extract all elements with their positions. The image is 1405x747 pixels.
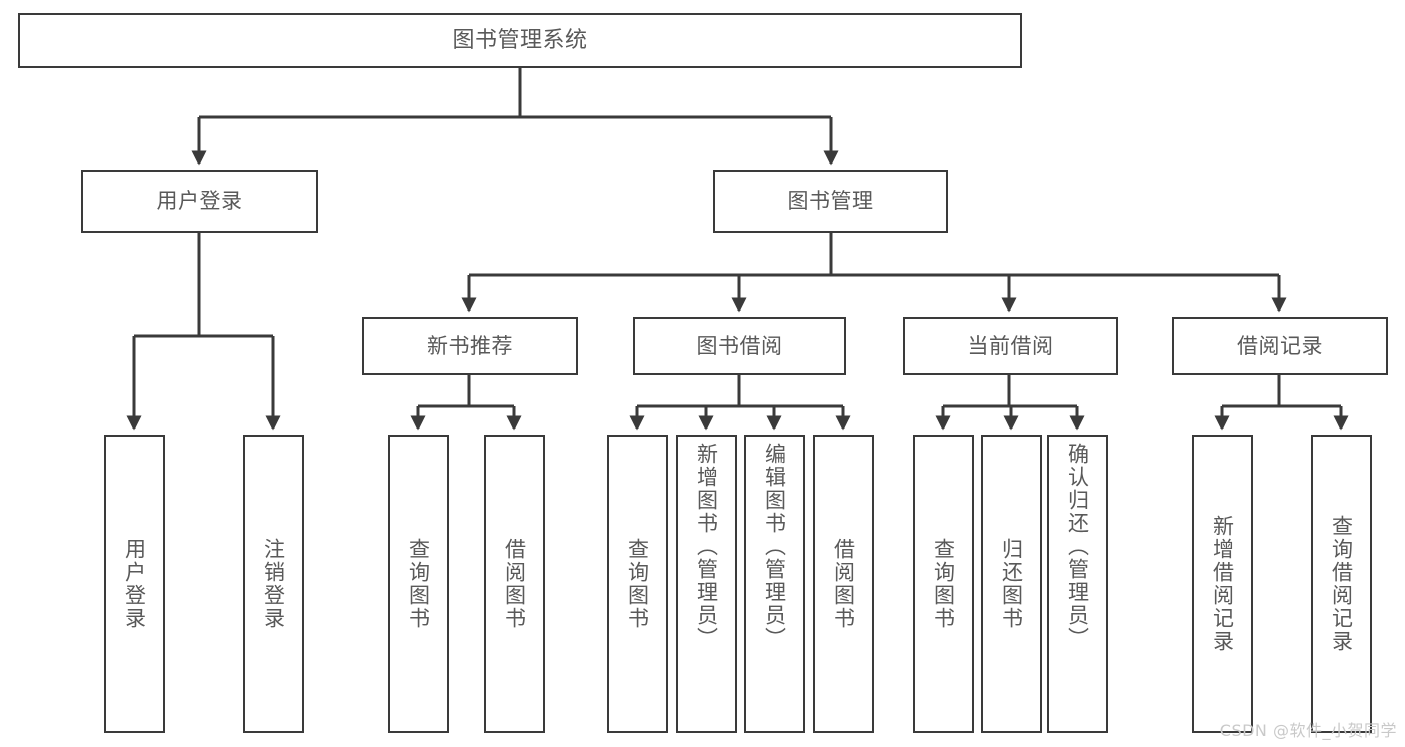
leaf-current-borrow-query-label: 查询图书 [931,538,956,630]
node-root[interactable]: 图书管理系统 [18,13,1022,68]
leaf-new-book-query[interactable]: 查询图书 [388,435,449,733]
leaf-new-book-borrow-label: 借阅图书 [502,538,527,630]
leaf-user-login-logout[interactable]: 注销登录 [243,435,304,733]
leaf-current-borrow-confirm[interactable]: 确认归还（管理员） [1047,435,1108,733]
leaf-user-login-login-label: 用户登录 [122,538,147,630]
leaf-book-borrow-borrow[interactable]: 借阅图书 [813,435,874,733]
leaf-book-borrow-borrow-label: 借阅图书 [831,538,856,630]
node-new-book-recommend-label: 新书推荐 [427,333,513,358]
node-borrow-record[interactable]: 借阅记录 [1172,317,1388,375]
leaf-borrow-record-query-label: 查询借阅记录 [1329,515,1354,653]
node-book-borrow-label: 图书借阅 [696,333,783,358]
leaf-book-borrow-edit-label: 编辑图书（管理员） [762,443,787,650]
leaf-current-borrow-confirm-label: 确认归还（管理员） [1065,443,1090,650]
leaf-book-borrow-edit[interactable]: 编辑图书（管理员） [744,435,805,733]
node-book-manage-label: 图书管理 [787,189,874,214]
node-book-borrow[interactable]: 图书借阅 [633,317,846,375]
leaf-borrow-record-add-label: 新增借阅记录 [1210,515,1235,653]
node-current-borrow[interactable]: 当前借阅 [903,317,1118,375]
node-user-login-label: 用户登录 [156,189,243,214]
leaf-current-borrow-query[interactable]: 查询图书 [913,435,974,733]
leaf-user-login-login[interactable]: 用户登录 [104,435,165,733]
leaf-book-borrow-query[interactable]: 查询图书 [607,435,668,733]
node-user-login[interactable]: 用户登录 [81,170,318,233]
node-current-borrow-label: 当前借阅 [967,333,1054,358]
leaf-book-borrow-add[interactable]: 新增图书（管理员） [676,435,737,733]
node-root-label: 图书管理系统 [452,27,588,53]
leaf-current-borrow-return-label: 归还图书 [999,538,1024,630]
leaf-new-book-borrow[interactable]: 借阅图书 [484,435,545,733]
leaf-current-borrow-return[interactable]: 归还图书 [981,435,1042,733]
leaf-borrow-record-add[interactable]: 新增借阅记录 [1192,435,1253,733]
leaf-borrow-record-query[interactable]: 查询借阅记录 [1311,435,1372,733]
node-borrow-record-label: 借阅记录 [1237,333,1323,358]
leaf-book-borrow-query-label: 查询图书 [625,538,650,630]
node-book-manage[interactable]: 图书管理 [713,170,948,233]
leaf-book-borrow-add-label: 新增图书（管理员） [694,443,719,650]
leaf-new-book-query-label: 查询图书 [406,538,431,630]
node-new-book-recommend[interactable]: 新书推荐 [362,317,578,375]
leaf-user-login-logout-label: 注销登录 [261,538,286,630]
